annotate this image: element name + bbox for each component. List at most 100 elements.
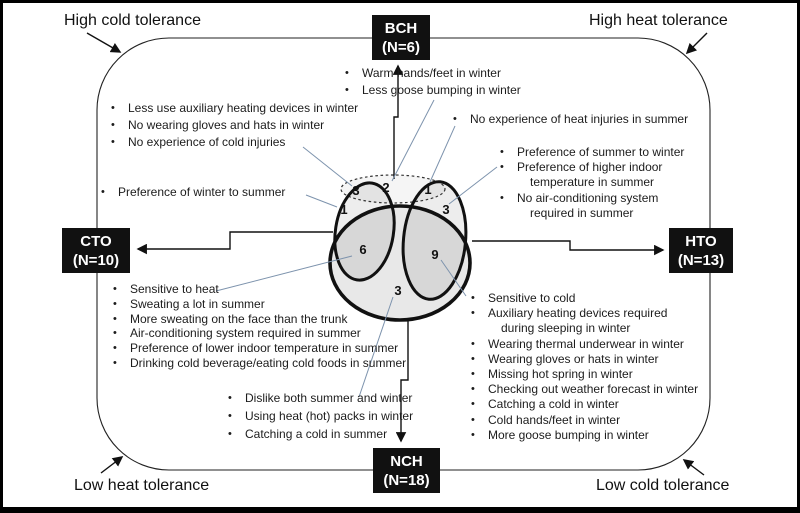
cto-ellipse-outline xyxy=(333,181,396,282)
bullet-icon: • xyxy=(471,398,475,411)
trait-text: Less use auxiliary heating devices in wi… xyxy=(128,101,359,115)
list-item: •Preference of winter to summer xyxy=(101,184,285,201)
trait-text: Catching a cold in summer xyxy=(245,427,388,441)
bullet-icon: • xyxy=(228,392,232,404)
trait-list-cto-only: •Preference of winter to summer xyxy=(101,184,285,201)
bullet-icon: • xyxy=(228,410,232,422)
connector-bch xyxy=(392,64,404,179)
trait-text: temperature in summer xyxy=(530,175,655,190)
count-hto-nch: 9 xyxy=(431,247,438,262)
hto-ellipse-fill xyxy=(403,181,466,300)
connector-nch xyxy=(395,319,409,443)
bullet-icon: • xyxy=(471,383,475,396)
bullet-icon: • xyxy=(471,368,475,381)
leader-cto-only xyxy=(305,194,338,208)
trait-text: Missing hot spring in winter xyxy=(488,367,633,382)
list-item: • Less goose bumping in winter xyxy=(345,82,521,99)
trait-text: Less goose bumping in winter xyxy=(362,83,521,97)
trait-text: Air-conditioning system required in summ… xyxy=(130,326,361,341)
bullet-icon: • xyxy=(101,186,105,198)
bullet-icon: • xyxy=(113,283,117,295)
count-cto-bch: 3 xyxy=(352,183,359,198)
bullet-icon: • xyxy=(471,428,475,441)
count-cto-nch: 6 xyxy=(359,242,366,257)
list-item: •Sensitive to heat xyxy=(113,282,406,297)
list-item: • Preference of lower indoor temperature … xyxy=(113,341,406,356)
trait-list-cto-nch: •Sensitive to heat • Sweating a lot in su… xyxy=(113,282,406,371)
trait-text: Dislike both summer and winter xyxy=(245,391,413,405)
list-item: •No wearing gloves and hats in winter xyxy=(111,117,358,134)
trait-text: Preference of higher indoor xyxy=(517,160,663,175)
bullet-icon: • xyxy=(471,413,475,426)
group-name: BCH xyxy=(384,19,418,37)
trait-text: No experience of heat injuries in summer xyxy=(470,112,689,126)
list-item: •Wearing thermal underwear in winter xyxy=(471,337,698,352)
list-item: • No air-conditioning system xyxy=(500,191,684,206)
trait-text: More goose bumping in winter xyxy=(488,427,649,442)
arrow-low-heat xyxy=(100,456,124,474)
arrow-high-cold xyxy=(86,32,122,53)
leader-bch-only xyxy=(391,99,435,182)
trait-text: Preference of lower indoor temperature i… xyxy=(130,341,399,356)
connector-cto xyxy=(136,231,333,255)
bullet-icon: • xyxy=(453,113,457,125)
trait-text: Checking out weather forecast in winter xyxy=(488,382,699,397)
trait-text: Preference of summer to winter xyxy=(517,145,685,159)
count-bch-only: 2 xyxy=(382,180,389,195)
trait-text: No air-conditioning system xyxy=(517,190,659,205)
list-item: •Sensitive to cold xyxy=(471,291,698,306)
list-item: • Checking out weather forecast in winter xyxy=(471,382,698,397)
trait-text: Cold hands/feet in winter xyxy=(488,412,621,427)
bullet-icon: • xyxy=(471,307,475,320)
nch-circle-fill xyxy=(330,206,470,320)
list-item: • Dislike both summer and winter xyxy=(228,389,413,407)
trait-list-hto-only: •Preference of summer to winter •Prefere… xyxy=(500,145,684,221)
count-nch-only: 3 xyxy=(394,283,401,298)
trait-text: No experience of cold injuries xyxy=(128,135,286,149)
list-item: • More goose bumping in winter xyxy=(471,428,698,443)
list-item: •More sweating on the face than the trun… xyxy=(113,312,406,327)
bullet-icon: • xyxy=(111,136,115,148)
leader-hto-nch xyxy=(440,259,467,297)
group-box-bch: BCH (N=6) xyxy=(372,15,430,60)
list-item: • Sweating a lot in summer xyxy=(113,297,406,312)
list-item: • No experience of heat injuries in summe… xyxy=(453,111,688,128)
trait-text: Using heat (hot) packs in winter xyxy=(245,409,414,423)
bullet-icon: • xyxy=(500,191,504,204)
trait-list-nch-only: • Dislike both summer and winter • Using h… xyxy=(228,389,413,443)
trait-list-cto-bch: • Less use auxiliary heating devices in w… xyxy=(111,100,358,151)
list-item: •Auxiliary heating devices required xyxy=(471,306,698,321)
trait-list-bch-hto: • No experience of heat injuries in summe… xyxy=(453,111,688,128)
count-cto-only: 1 xyxy=(340,202,347,217)
list-item: •Less use auxiliary heating devices in w… xyxy=(111,100,358,117)
list-item: •Preference of summer to winter xyxy=(500,145,684,160)
group-count: (N=6) xyxy=(382,38,420,56)
list-item: •Catching a cold in summer xyxy=(228,425,413,443)
label-high-cold-tolerance: High cold tolerance xyxy=(64,12,201,29)
bullet-icon: • xyxy=(113,356,117,369)
label-high-heat-tolerance: High heat tolerance xyxy=(589,12,728,29)
bullet-icon: • xyxy=(113,297,117,310)
count-hto-only: 3 xyxy=(442,202,449,217)
list-item: • Preference of higher indoor xyxy=(500,160,684,175)
trait-text: during sleeping in winter xyxy=(501,321,631,336)
label-low-heat-tolerance: Low heat tolerance xyxy=(74,477,210,494)
trait-list-hto-nch: •Sensitive to cold •Auxiliary heating de… xyxy=(471,291,698,443)
trait-text: Warm hands/feet in winter xyxy=(362,66,501,80)
bullet-icon: • xyxy=(113,342,117,355)
bullet-icon: • xyxy=(113,327,117,340)
list-item-continuation: temperature in summer xyxy=(500,175,684,190)
list-item-continuation: required in summer xyxy=(500,206,684,221)
trait-text: Catching a cold in winter xyxy=(488,397,619,412)
trait-text: Wearing thermal underwear in winter xyxy=(488,336,684,351)
connector-hto xyxy=(472,240,665,256)
trait-text: Sweating a lot in summer xyxy=(130,296,265,311)
trait-list-bch-only: • Warm hands/feet in winter • Less goose b… xyxy=(345,65,521,99)
bullet-icon: • xyxy=(471,292,475,304)
bullet-icon: • xyxy=(345,84,349,96)
list-item-continuation: during sleeping in winter xyxy=(471,321,698,336)
bullet-icon: • xyxy=(500,161,504,174)
leader-cto-bch xyxy=(302,146,353,187)
list-item: • Cold hands/feet in winter xyxy=(471,413,698,428)
